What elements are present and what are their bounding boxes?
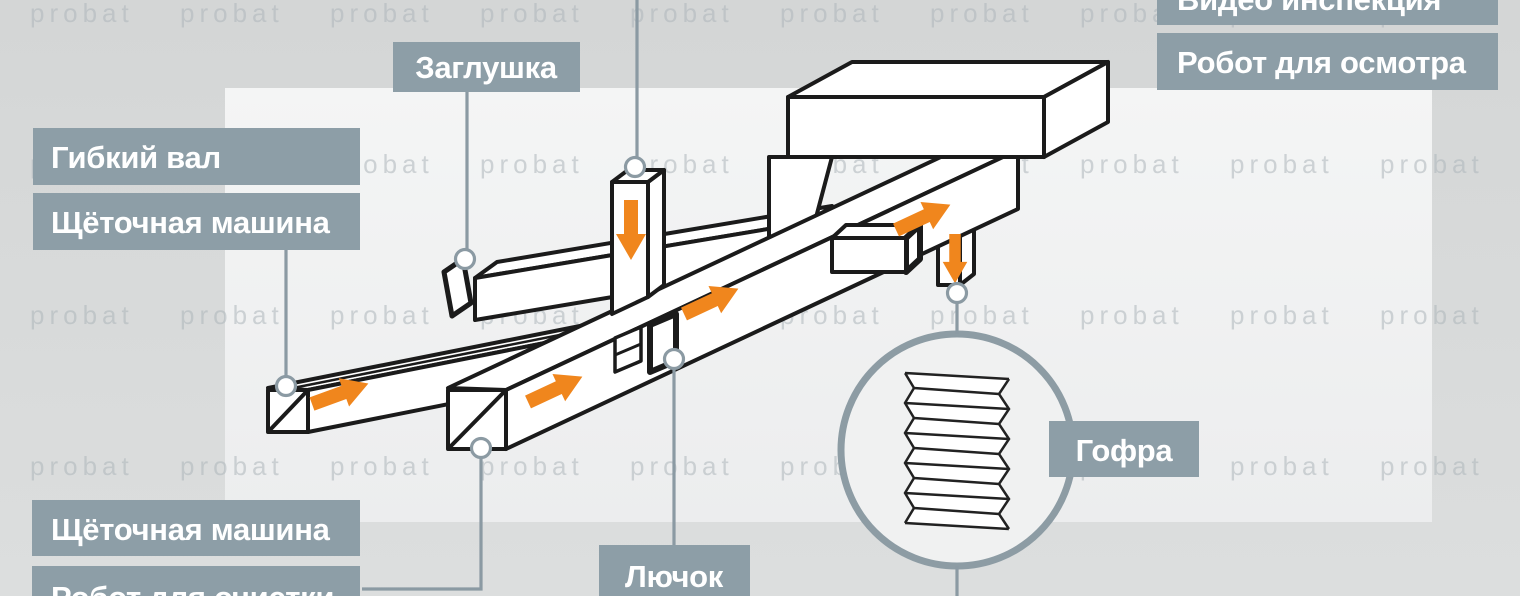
label-zaglushka: Заглушка <box>393 42 580 92</box>
watermark-text: probat <box>1230 149 1334 179</box>
label-shchetochnaya-bottom: Щёточная машина <box>32 500 360 556</box>
watermark-text: probat <box>630 451 734 481</box>
watermark-text: probat <box>930 300 1034 330</box>
label-gibkiy-val-text: Гибкий вал <box>51 140 221 175</box>
watermark-text: probat <box>1380 149 1484 179</box>
leader-connectors <box>274 155 969 460</box>
watermark-text: probat <box>30 300 134 330</box>
connector-dot <box>945 281 969 305</box>
label-video-inspection: Видео инспекция <box>1157 0 1498 25</box>
label-gofra: Гофра <box>1049 421 1199 477</box>
watermark-text: probat <box>180 0 284 28</box>
label-shchetochnaya-top: Щёточная машина <box>33 193 360 250</box>
watermark-text: probat <box>180 451 284 481</box>
gofra-detail-circle <box>837 330 1077 570</box>
watermark-text: probat <box>1080 149 1184 179</box>
watermark-text: probat <box>330 300 434 330</box>
label-robot-ochistki-text: Робот для очистки <box>51 580 334 596</box>
watermark-text: probat <box>330 0 434 28</box>
watermark-text: probat <box>330 451 434 481</box>
label-zaglushka-text: Заглушка <box>415 50 558 85</box>
watermark-text: probat <box>30 0 134 28</box>
plenum-box <box>786 60 1110 159</box>
watermark-text: probat <box>780 0 884 28</box>
connector-dot <box>623 155 647 179</box>
label-video-inspection-text: Видео инспекция <box>1177 0 1441 17</box>
watermark-text: probat <box>480 0 584 28</box>
label-gofra-text: Гофра <box>1076 433 1174 468</box>
watermark-text: probat <box>1380 300 1484 330</box>
stub-box <box>830 222 923 275</box>
leader-lines <box>284 0 959 596</box>
watermark-text: probat <box>480 451 584 481</box>
connector-dot <box>453 247 477 271</box>
label-robot-ochistki: Робот для очистки <box>32 566 360 596</box>
watermark-text: probat <box>180 300 284 330</box>
connector-dot <box>662 347 686 371</box>
label-shchetochnaya-top-text: Щёточная машина <box>51 205 331 240</box>
connector-dot <box>469 436 493 460</box>
watermark-text: probat <box>1230 451 1334 481</box>
watermark-text: probat <box>480 149 584 179</box>
connector-dot <box>274 374 298 398</box>
watermark-text: probat <box>1080 300 1184 330</box>
watermark-text: probat <box>1230 300 1334 330</box>
label-lyuchok: Лючок <box>599 545 750 596</box>
labels: Заглушка Видео инспекция Робот для осмот… <box>32 0 1498 596</box>
label-gibkiy-val: Гибкий вал <box>33 128 360 185</box>
watermark-text: probat <box>30 451 134 481</box>
label-shchetochnaya-bottom-text: Щёточная машина <box>51 512 331 547</box>
label-robot-osmotr: Робот для осмотра <box>1157 33 1498 90</box>
label-robot-osmotr-text: Робот для осмотра <box>1177 45 1467 80</box>
label-lyuchok-text: Лючок <box>625 559 724 594</box>
watermark-text: probat <box>1380 451 1484 481</box>
watermark-text: probat <box>630 0 734 28</box>
watermark-text: probat <box>930 0 1034 28</box>
